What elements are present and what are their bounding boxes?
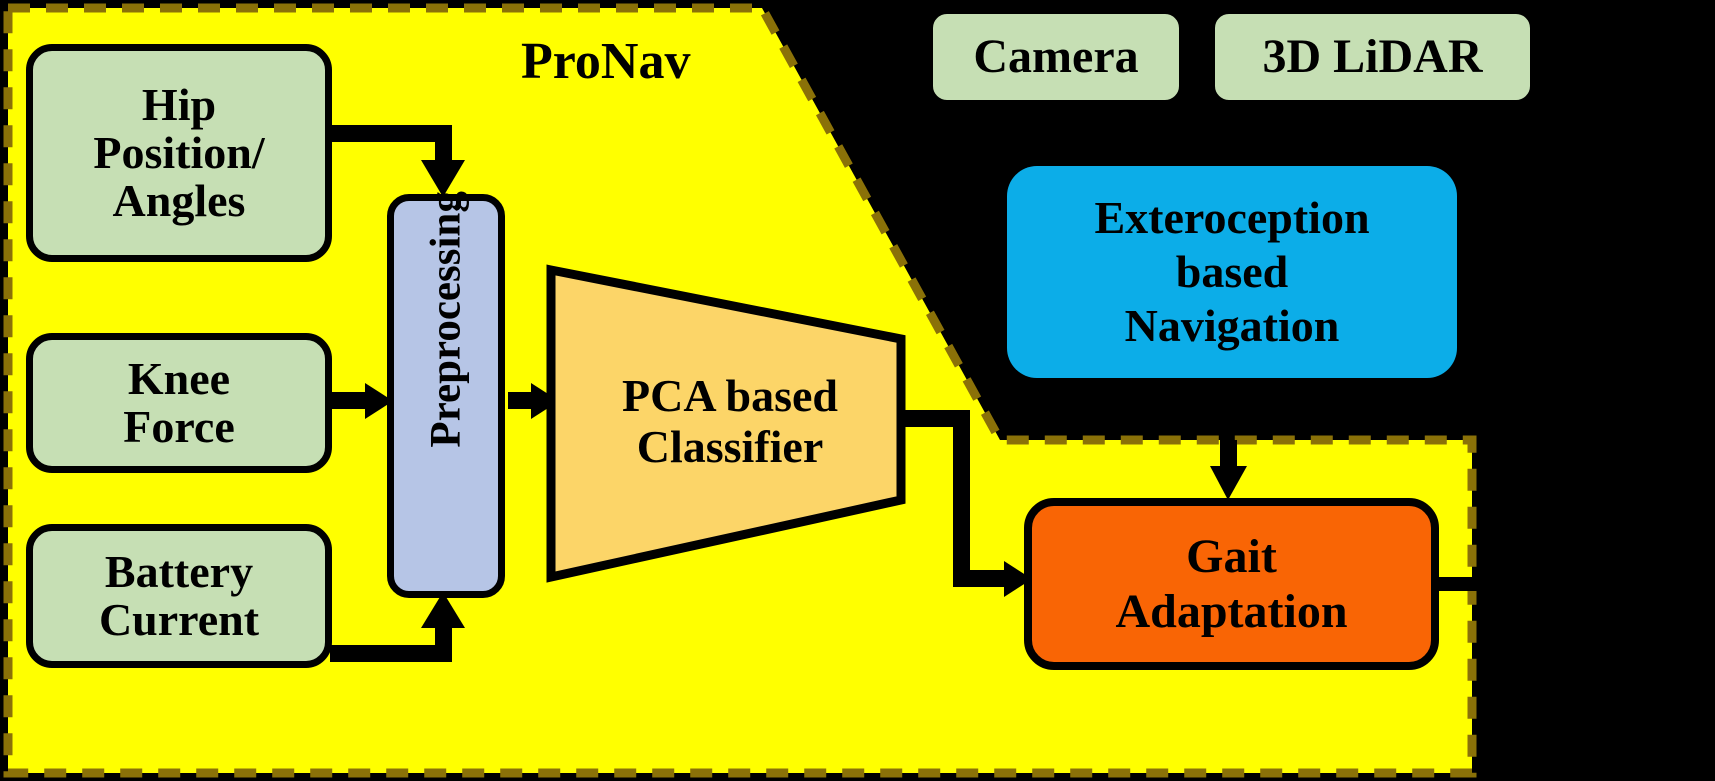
node-pca-classifier-label: PCA based Classifier	[622, 370, 838, 472]
node-3d-lidar[interactable]: 3D LiDAR	[1209, 8, 1536, 106]
edge-hip-to-preprocessing	[330, 125, 465, 197]
node-gait-adaptation-label: Gait Adaptation	[1115, 529, 1348, 638]
node-exteroception-navigation[interactable]: Exteroception based Navigation	[1007, 166, 1457, 378]
node-battery-current-label: Battery Current	[98, 545, 260, 645]
edge-battery-to-preprocessing	[330, 592, 465, 662]
edge-navigation-to-gait	[1210, 440, 1247, 500]
edge-classifier-to-gait	[898, 410, 1032, 597]
edge-preprocessing-to-classifier	[508, 383, 559, 419]
node-hip-position-angles-label: Hip Position/ Angles	[93, 78, 265, 227]
node-exteroception-navigation-label: Exteroception based Navigation	[1094, 191, 1370, 352]
node-knee-force-label: Knee Force	[123, 352, 235, 452]
node-gait-adaptation[interactable]: Gait Adaptation	[1024, 498, 1439, 670]
node-knee-force[interactable]: Knee Force	[26, 333, 332, 473]
pca-classifier-shape[interactable]	[546, 264, 906, 583]
node-camera[interactable]: Camera	[927, 8, 1185, 106]
node-hip-position-angles[interactable]: Hip Position/ Angles	[26, 44, 332, 262]
connector-layer	[330, 125, 1488, 662]
pronav-group-title: ProNav	[521, 33, 691, 90]
node-camera-label: Camera	[973, 29, 1139, 83]
node-battery-current[interactable]: Battery Current	[26, 524, 332, 668]
node-pca-classifier-label-wrap: PCA based Classifier	[575, 352, 885, 492]
edge-gait-output	[1436, 577, 1488, 591]
edge-knee-to-preprocessing	[330, 383, 393, 419]
node-preprocessing[interactable]: Preprocessing	[387, 191, 505, 598]
node-preprocessing-label: Preprocessing	[422, 191, 470, 448]
node-3d-lidar-label: 3D LiDAR	[1262, 29, 1483, 83]
